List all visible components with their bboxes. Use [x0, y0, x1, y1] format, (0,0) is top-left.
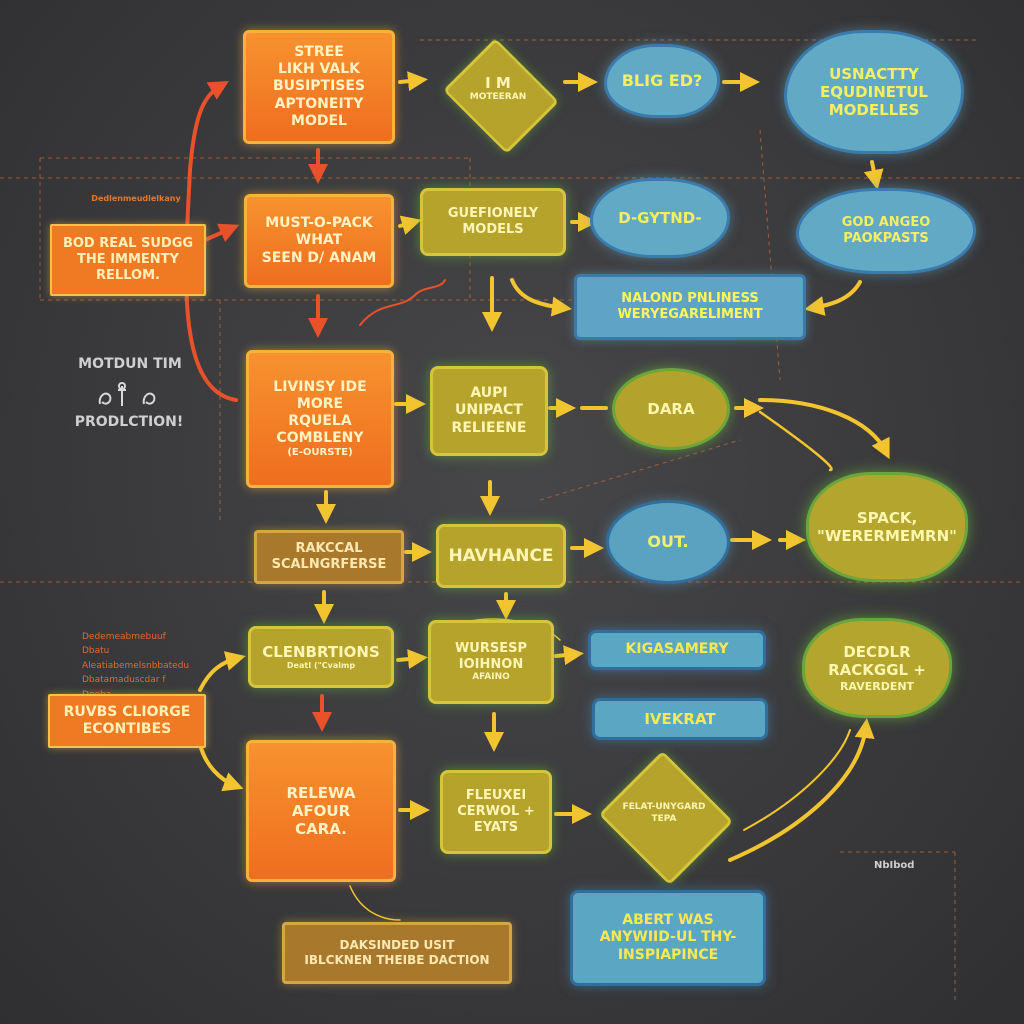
arrow-godangeo-to-nalond — [804, 280, 862, 316]
motdun-title: MOTDUN TIM — [78, 356, 182, 372]
node-wursesp-text: WURSESP IOIHNON — [454, 640, 528, 672]
arrow-ruvbs-to-clen — [198, 651, 246, 692]
node-moteeran-main: I M — [485, 74, 511, 92]
node-bod-real[interactable]: BOD REAL SUDGG THE IMMENTY RELLOM. — [50, 224, 206, 296]
left-caption: Dedlenmeudlelkany — [91, 194, 181, 203]
arrow-relewa-curve — [349, 885, 401, 921]
arrow-wursesp-to-kiga — [554, 645, 584, 666]
node-dara[interactable]: DARA — [612, 368, 730, 450]
node-daksinded[interactable]: DAKSINDED USIT IBLCKNEN THEIBE DACTION — [282, 922, 512, 984]
arrow-loop-back — [184, 80, 238, 402]
node-kigasamery[interactable]: KIGASAMERY — [588, 630, 766, 670]
node-havhance[interactable]: HAVHANCE — [436, 524, 566, 588]
arrow-squiggle — [359, 279, 446, 326]
node-wursesp-sub: AFAINO — [472, 672, 510, 683]
node-stree[interactable]: STREE LIKH VALK BUSIPTISES APTONEITY MOD… — [243, 30, 395, 144]
red-arrows — [184, 80, 446, 732]
node-fleuxei[interactable]: FLEUXEI CERWOL + EYATS — [440, 770, 552, 854]
node-must-opack[interactable]: MUST-O-PACK WHAT SEEN D/ ANAM — [244, 194, 394, 288]
node-usnacity[interactable]: USNACTTY EQUDINETUL MODELLES — [784, 30, 964, 154]
node-dgytnd[interactable]: D-GYTND- — [590, 178, 730, 258]
node-livinsy-sub: (E-OURSTE) — [287, 447, 353, 459]
node-ivekrat[interactable]: IVEKRAT — [592, 698, 768, 740]
node-spack[interactable]: SPACK, "WERERMEMRN" — [806, 472, 968, 582]
node-guefionely[interactable]: GUEFIONELY MODELS — [420, 188, 566, 256]
arrow-dara-curve-spack-2 — [758, 410, 833, 472]
arrow-stree-to-diamond — [398, 71, 428, 92]
arrow-curve-to-nalond — [510, 278, 572, 317]
node-out[interactable]: OUT. — [606, 500, 730, 584]
arrow-into-mustopack — [203, 223, 240, 243]
node-clenbrtions-text: CLENBRTIONS — [262, 642, 380, 661]
node-moteeran-diamond[interactable]: I M MOTEERAN — [436, 38, 560, 154]
arrow-to-decdlr-2 — [743, 729, 851, 831]
node-livinsy-text: LIVINSY IDE MORE RQUELA COMBLENY — [273, 378, 367, 446]
node-livinsy[interactable]: LIVINSY IDE MORE RQUELA COMBLENY (E-OURS… — [246, 350, 394, 488]
node-decdlr[interactable]: DECDLR RACKGGL + RAVERDENT — [802, 618, 952, 718]
node-relewa[interactable]: RELEWA AFOUR CARA. — [246, 740, 396, 882]
node-decdlr-text: DECDLR RACKGGL + — [828, 643, 926, 680]
node-rakccal[interactable]: RAKCCAL SCALNGRFERSE — [254, 530, 404, 584]
node-ruvbs[interactable]: RUVBS CLIORGE ECONTIBES — [48, 694, 206, 748]
arrow-to-decdlr — [728, 718, 875, 862]
node-nalond[interactable]: NALOND PNLINESS WERYEGARELIMENT — [574, 274, 806, 340]
node-felat-diamond[interactable]: FELAT-UNYGARD TEPA — [586, 750, 742, 886]
node-bligged[interactable]: BLIG ED? — [604, 44, 720, 118]
arrow-ruvbs-down — [198, 742, 244, 792]
nbdod-label: NbIbod — [874, 860, 915, 871]
yellow-arrows — [198, 71, 890, 921]
production-label: PRODLCTION! — [74, 414, 184, 430]
node-wursesp[interactable]: WURSESP IOIHNON AFAINO — [428, 620, 554, 704]
production-icon — [98, 382, 156, 406]
arrow-usnacity-down — [863, 160, 884, 190]
node-clenbrtions[interactable]: CLENBRTIONS DeatI ("Cvalmp — [248, 626, 394, 688]
node-abert[interactable]: ABERT WAS ANYWIID-UL THY- INSPIAPINCE — [570, 890, 766, 986]
arrow-mustopack-to-guef — [398, 215, 422, 235]
node-god-angeo[interactable]: GOD ANGEO PAOKPASTS — [796, 188, 976, 274]
node-aupi[interactable]: AUPI UNIPACT RELIEENE — [430, 366, 548, 456]
node-moteeran-sub: MOTEERAN — [469, 92, 527, 102]
arrow-dara-curve-spack — [758, 398, 890, 460]
node-clenbrtions-sub: DeatI ("Cvalmp — [286, 661, 356, 671]
arrow-clen-to-wursesp — [396, 649, 428, 670]
node-decdlr-sub: RAVERDENT — [839, 679, 915, 693]
node-felat-text: FELAT-UNYGARD TEPA — [622, 802, 706, 824]
